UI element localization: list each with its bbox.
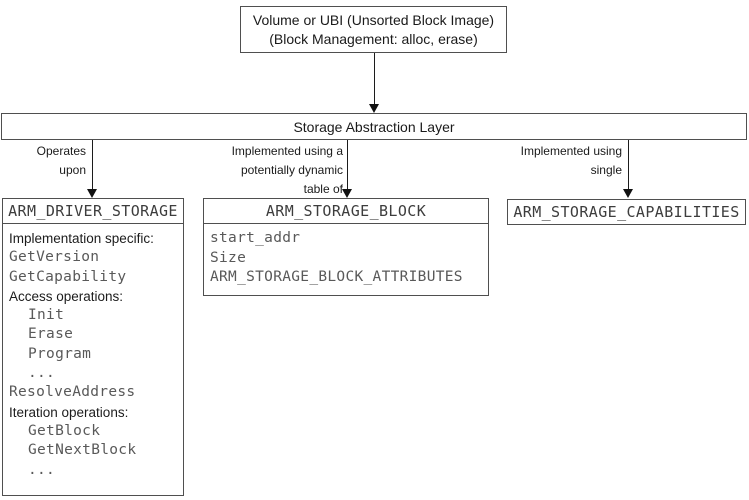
driver-storage-line: Program xyxy=(28,345,92,362)
driver-storage-line: GetCapability xyxy=(9,268,127,285)
storage-abstraction-layer-box: Storage Abstraction Layer xyxy=(1,113,747,140)
storage-block-line: Size xyxy=(210,249,247,266)
driver-storage-line: GetNextBlock xyxy=(28,442,137,459)
arm-driver-storage-title: ARM_DRIVER_STORAGE xyxy=(3,199,183,224)
driver-storage-line: Init xyxy=(28,307,65,324)
storage-block-line: ARM_STORAGE_BLOCK_ATTRIBUTES xyxy=(210,269,463,285)
edge-label-line: table of xyxy=(303,182,343,196)
driver-storage-line: ... xyxy=(28,461,56,478)
arrowhead-icon xyxy=(369,104,379,113)
edge-label-single: Implemented using single xyxy=(500,142,622,180)
edge-label-dynamic-table: Implemented using a potentially dynamic ta… xyxy=(200,142,343,199)
volume-box: Volume or UBI (Unsorted Block Image) (Bl… xyxy=(240,6,507,53)
driver-storage-line: ... xyxy=(28,365,56,382)
edge-label-line: upon xyxy=(59,163,86,177)
arm-storage-block-title: ARM_STORAGE_BLOCK xyxy=(204,199,488,224)
arm-storage-capabilities-box: ARM_STORAGE_CAPABILITIES xyxy=(507,199,746,225)
connector-line-volume-to-sal xyxy=(374,53,375,104)
edge-label-line: Implemented using xyxy=(520,144,622,158)
volume-box-line1: Volume or UBI (Unsorted Block Image) xyxy=(252,11,495,28)
arm-driver-storage-box: ARM_DRIVER_STORAGE Implementation specif… xyxy=(2,198,184,496)
connector-line-sal-to-driver xyxy=(92,140,93,189)
arrowhead-icon xyxy=(87,189,97,198)
arm-storage-capabilities-title: ARM_STORAGE_CAPABILITIES xyxy=(513,203,740,221)
connector-line-sal-to-block xyxy=(347,140,348,189)
arrowhead-icon xyxy=(342,189,352,198)
arrowhead-icon xyxy=(623,189,633,198)
edge-label-line: Operates xyxy=(36,144,86,158)
driver-storage-line: GetVersion xyxy=(9,249,100,266)
driver-storage-line: Access operations: xyxy=(9,288,124,304)
storage-abstraction-layer-title: Storage Abstraction Layer xyxy=(293,118,455,135)
edge-label-operates-upon: Operates upon xyxy=(0,142,86,180)
edge-label-line: potentially dynamic xyxy=(240,163,343,177)
storage-block-line: start_addr xyxy=(210,230,301,246)
connector-line-sal-to-capabilities xyxy=(628,140,629,189)
edge-label-line: single xyxy=(590,163,622,177)
driver-storage-line: Implementation specific: xyxy=(9,231,154,246)
volume-box-line2: (Block Management: alloc, erase) xyxy=(269,30,478,47)
driver-storage-line: GetBlock xyxy=(28,422,101,439)
edge-label-line: Implemented using a xyxy=(231,144,343,158)
driver-storage-line: Iteration operations: xyxy=(9,404,129,420)
driver-storage-line: ResolveAddress xyxy=(9,384,136,401)
driver-storage-line: Erase xyxy=(28,326,74,343)
